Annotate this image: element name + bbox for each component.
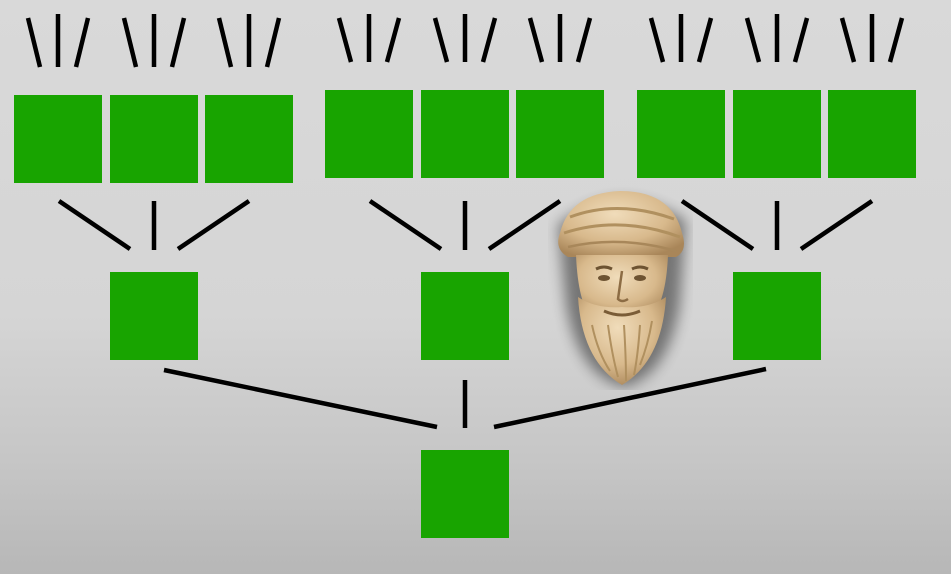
level2-node	[421, 90, 509, 178]
level2-node	[516, 90, 604, 178]
top-branch-line	[73, 17, 91, 68]
mid-branch-line	[368, 199, 443, 251]
root-node	[421, 450, 509, 538]
top-branch-line	[121, 17, 139, 68]
mid-branch-line	[799, 199, 874, 251]
level2-node	[733, 90, 821, 178]
top-branch-line	[887, 17, 905, 63]
top-branch-line	[648, 17, 666, 63]
top-branch-line	[169, 17, 187, 68]
level2-node	[637, 90, 725, 178]
marble-bust-icon	[558, 191, 686, 387]
top-branch-line	[432, 17, 450, 63]
top-branch-line	[384, 17, 402, 63]
top-branch-line	[839, 17, 857, 63]
top-branch-line	[480, 17, 498, 63]
mid-branch-line	[680, 199, 755, 251]
mid-branch-line	[57, 199, 132, 251]
level2-node	[14, 95, 102, 183]
level2-node	[325, 90, 413, 178]
level2-node	[205, 95, 293, 183]
top-branch-line	[264, 17, 282, 68]
top-branch-line	[696, 17, 714, 63]
mid-branch-line	[176, 199, 251, 251]
mid-branch-line	[487, 199, 562, 251]
top-branch-line	[25, 17, 43, 68]
top-branch-line	[527, 17, 545, 63]
top-branch-line	[575, 17, 593, 63]
level1-node	[110, 272, 198, 360]
level2-node	[110, 95, 198, 183]
top-branch-line	[744, 17, 762, 63]
level2-node	[828, 90, 916, 178]
level1-node	[733, 272, 821, 360]
top-branch-line	[216, 17, 234, 68]
level1-node	[421, 272, 509, 360]
root-branch-line	[493, 366, 767, 430]
top-branch-line	[336, 17, 354, 63]
root-branch-line	[163, 367, 438, 430]
top-branch-line	[792, 17, 810, 63]
